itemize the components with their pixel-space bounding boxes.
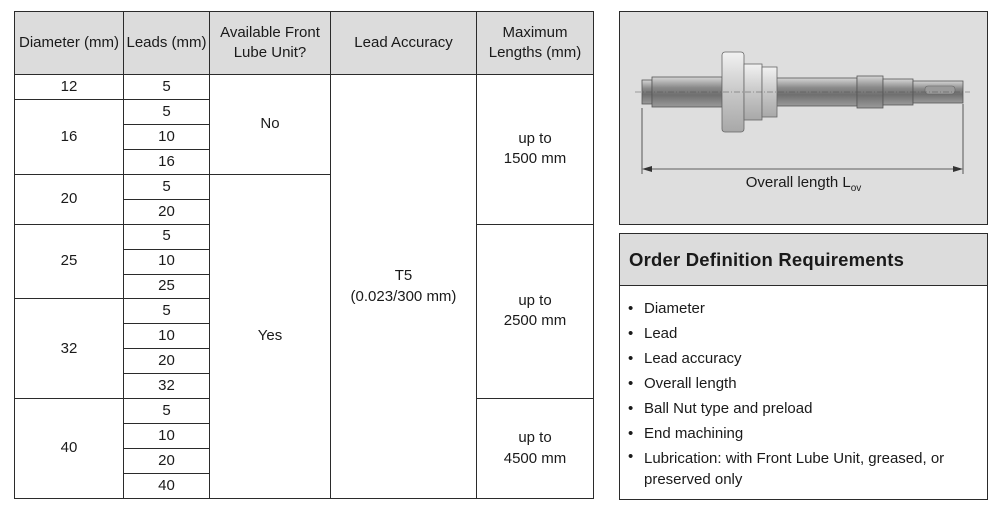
table-row: 40 5 up to 4500 mm <box>14 398 594 499</box>
table-row: 10 <box>15 248 594 275</box>
max-length-prefix: up to <box>518 292 552 310</box>
ballscrew-drawing <box>635 51 970 174</box>
list-item: Lead accuracy <box>628 346 987 371</box>
dimension-line <box>641 104 964 174</box>
table-row: 25 5 up to 2500 mm <box>14 223 594 400</box>
table-row: 20 5 Yes <box>14 173 594 500</box>
lead-cell: 16 <box>123 148 210 175</box>
front-lube-cell: No <box>209 74 331 175</box>
table-row: 20 <box>15 348 594 375</box>
table-row: 12 5 No T5 (0.023/300 mm) up to 1500 mm <box>14 74 594 499</box>
diameter-cell: 40 <box>14 398 124 499</box>
table-row: 25 <box>15 273 594 300</box>
lead-cell: 5 <box>123 74 210 100</box>
header-row: Diameter (mm) Leads (mm) Available Front… <box>14 11 594 75</box>
diameter-cell: 16 <box>14 98 124 175</box>
max-length-value: 1500 mm <box>503 150 567 168</box>
lead-cell: 25 <box>123 273 210 300</box>
table-row: 20 <box>15 198 594 225</box>
header-leads: Leads (mm) <box>123 11 210 75</box>
list-item: Lead <box>628 321 987 346</box>
spec-table: Diameter (mm) Leads (mm) Available Front… <box>14 11 594 500</box>
overall-length-text: Overall length L <box>745 174 851 191</box>
lead-cell: 10 <box>123 323 210 350</box>
lead-cell: 5 <box>123 398 210 425</box>
lead-cell: 10 <box>123 423 210 450</box>
table-row: 10 <box>15 123 594 150</box>
accuracy-class: T5 <box>394 267 413 285</box>
diameter-cell: 12 <box>14 74 124 100</box>
lead-cell: 5 <box>123 298 210 325</box>
accuracy-spec: (0.023/300 mm) <box>350 287 457 305</box>
table-row: 16 5 <box>14 98 594 175</box>
max-length-cell: up to 1500 mm <box>476 74 594 225</box>
lead-accuracy-cell: T5 (0.023/300 mm) <box>330 74 477 499</box>
header-diameter: Diameter (mm) <box>14 11 124 75</box>
max-length-cell: up to 2500 mm <box>476 223 594 400</box>
lead-cell: 5 <box>123 98 210 125</box>
order-requirements-list: Diameter Lead Lead accuracy Overall leng… <box>620 286 987 490</box>
front-lube-cell: Yes <box>209 173 331 500</box>
lead-cell: 5 <box>123 173 210 200</box>
list-item: Overall length <box>628 371 987 396</box>
lead-cell: 10 <box>123 123 210 150</box>
header-max-lengths: Maximum Lengths (mm) <box>476 11 594 75</box>
order-definition-panel: Order Definition Requirements Diameter L… <box>619 233 988 500</box>
lead-cell: 32 <box>123 373 210 400</box>
lead-cell: 10 <box>123 248 210 275</box>
header-lead-accuracy: Lead Accuracy <box>330 11 477 75</box>
overall-length-label: Overall length Lov <box>620 174 987 194</box>
table-row: 40 <box>15 473 594 499</box>
list-item: Diameter <box>628 296 987 321</box>
header-front-lube: Available Front Lube Unit? <box>209 11 331 75</box>
table-row: 32 5 <box>14 298 594 400</box>
max-length-prefix: up to <box>518 429 552 447</box>
ballscrew-drawing-panel: Overall length Lov <box>619 11 988 225</box>
lead-cell: 20 <box>123 448 210 474</box>
diameter-cell: 25 <box>14 223 124 300</box>
list-item: Ball Nut type and preload <box>628 396 987 421</box>
lead-cell: 40 <box>123 473 210 499</box>
list-item: Lubrication: with Front Lube Unit, greas… <box>628 446 987 490</box>
lead-cell: 20 <box>123 198 210 225</box>
list-item: End machining <box>628 421 987 446</box>
order-definition-title: Order Definition Requirements <box>620 234 987 286</box>
max-length-value: 4500 mm <box>503 449 567 467</box>
table-row: 20 <box>15 448 594 474</box>
max-length-prefix: up to <box>518 130 552 148</box>
diameter-cell: 20 <box>14 173 124 225</box>
max-length-value: 2500 mm <box>503 312 567 330</box>
max-length-cell: up to 4500 mm <box>476 398 594 499</box>
lead-cell: 5 <box>123 223 210 250</box>
diameter-cell: 32 <box>14 298 124 400</box>
table-row: 10 <box>15 323 594 350</box>
lead-cell: 20 <box>123 348 210 375</box>
overall-length-subscript: ov <box>850 183 862 194</box>
